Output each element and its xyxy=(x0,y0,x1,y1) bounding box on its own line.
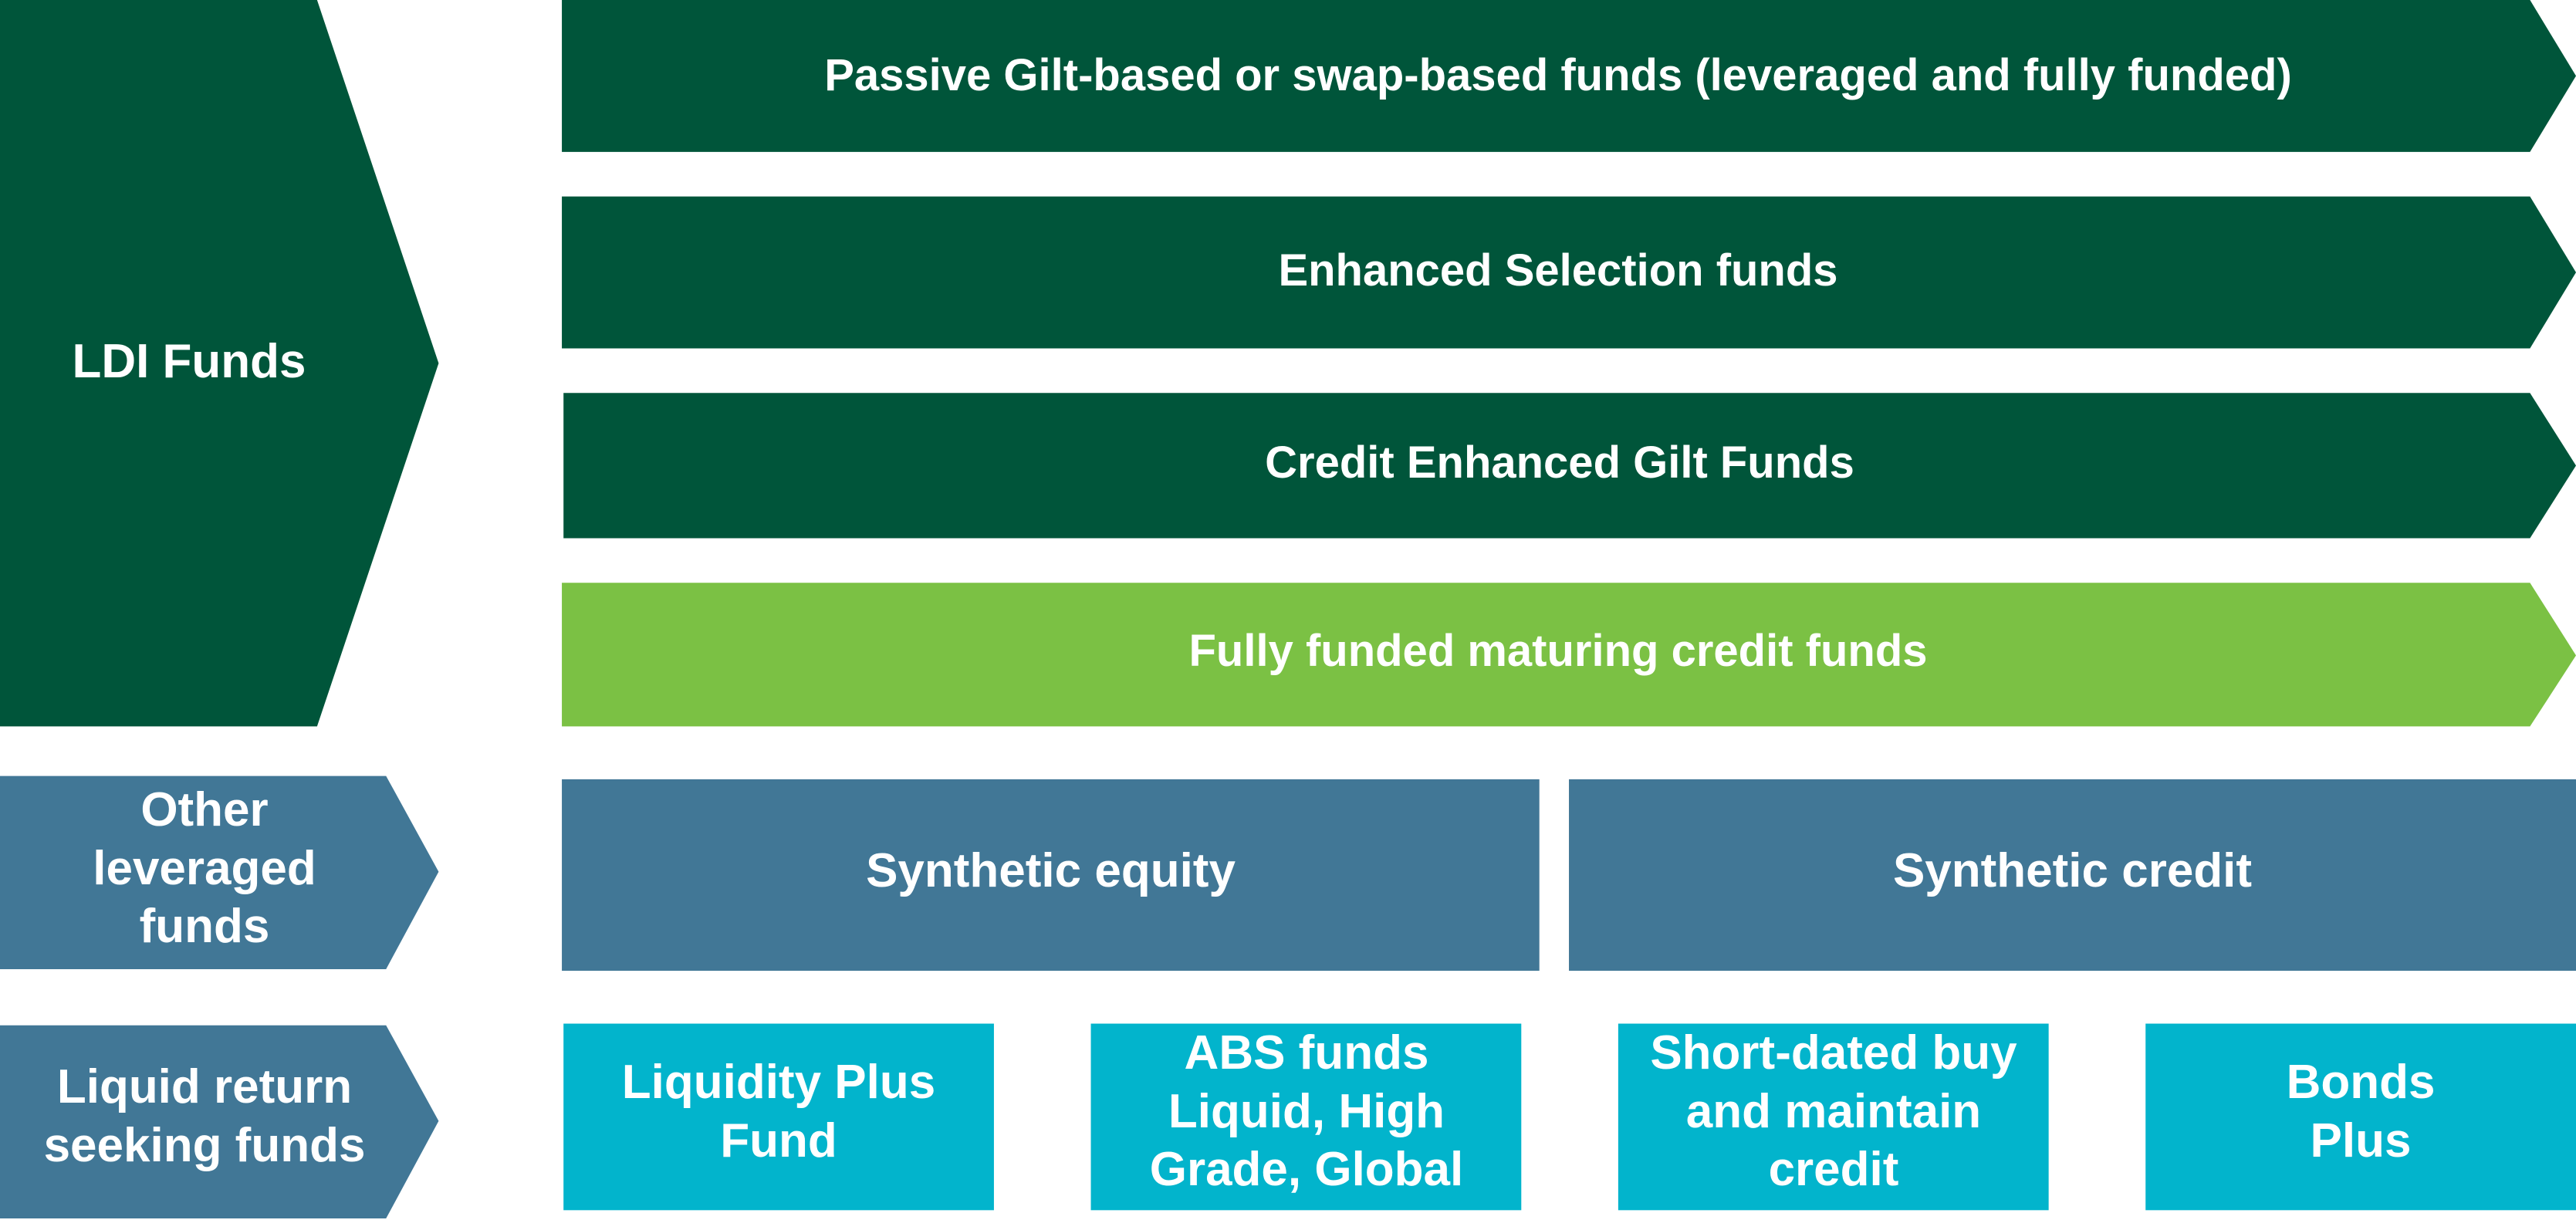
ldi-row-arrow xyxy=(562,0,2576,152)
liquid-return-box xyxy=(1090,1023,1522,1211)
ldi-row-label: Passive Gilt-based or swap-based funds (… xyxy=(824,49,2292,100)
synthetic-credit-label: Synthetic credit xyxy=(1892,843,2253,897)
liquid-return-label: Short-dated buy and maintain credit xyxy=(1650,1026,2017,1197)
synthetic-credit-box xyxy=(1569,779,2576,971)
synthetic-equity-box xyxy=(562,779,1540,971)
ldi-row-label: Credit Enhanced Gilt Funds xyxy=(1265,438,1854,488)
liquid-return-label: Bonds Plus xyxy=(2286,1055,2436,1167)
ldi-row-arrow xyxy=(563,393,2576,539)
ldi-row-arrow xyxy=(562,583,2576,727)
liquid-return-label: ABS funds Liquid, High Grade, Global xyxy=(1149,1026,1464,1197)
other-leveraged-category-label: Other leveraged funds xyxy=(93,783,316,954)
ldi-row-label: Enhanced Selection funds xyxy=(1278,245,1838,296)
liquid-return-box xyxy=(1618,1023,2049,1211)
ldi-category-chevron xyxy=(0,0,439,727)
liquid-return-box xyxy=(563,1023,994,1211)
liquid-return-category-chevron xyxy=(0,1025,439,1219)
liquid-return-label: Liquidity Plus Fund xyxy=(621,1055,936,1167)
liquid-return-category-label: Liquid return seeking funds xyxy=(43,1059,366,1172)
ldi-category-label: LDI Funds xyxy=(72,334,306,388)
other-leveraged-category-chevron xyxy=(0,776,439,969)
synthetic-equity-label: Synthetic equity xyxy=(866,843,1236,897)
ldi-row-arrow xyxy=(562,196,2576,349)
ldi-row-label: Fully funded maturing credit funds xyxy=(1188,625,1928,676)
liquid-return-box xyxy=(2145,1023,2576,1211)
